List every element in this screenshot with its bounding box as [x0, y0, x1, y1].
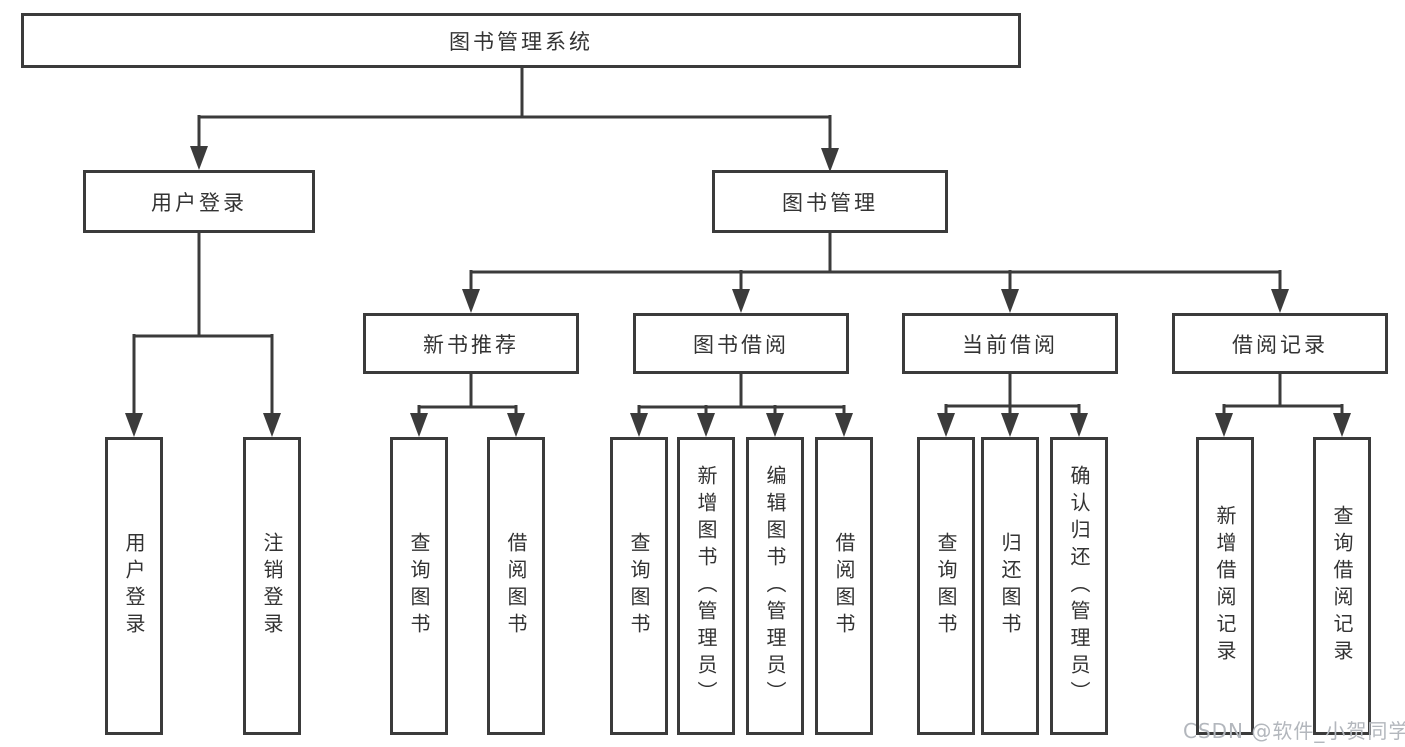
leaf-current-confirm-return-admin: 确认归还（管理员） [1050, 437, 1108, 735]
node-borrowing-records: 借阅记录 [1172, 313, 1388, 374]
leaf-newrec-borrow-books: 借阅图书 [487, 437, 545, 735]
node-library-management-system: 图书管理系统 [21, 13, 1021, 68]
leaf-borrow-edit-books-admin: 编辑图书（管理员） [746, 437, 804, 735]
leaf-label: 编辑图书（管理员） [763, 464, 787, 708]
connector-new-book-children [417, 374, 518, 414]
leaf-label: 查询图书 [627, 532, 651, 640]
leaf-label: 借阅图书 [504, 532, 528, 640]
node-book-management: 图书管理 [712, 170, 948, 233]
node-label: 图书管理 [782, 190, 878, 215]
leaf-records-query-record: 查询借阅记录 [1313, 437, 1371, 735]
leaf-current-return-books: 归还图书 [981, 437, 1039, 735]
leaf-label: 新增图书（管理员） [694, 464, 718, 708]
arrowheads-leaf-level [410, 413, 1351, 437]
node-label: 图书管理系统 [449, 29, 593, 54]
leaf-label: 查询图书 [934, 532, 958, 640]
node-label: 借阅记录 [1232, 332, 1328, 357]
connector-borrow-records-children [1222, 374, 1344, 414]
connector-current-borrow-children [944, 374, 1081, 414]
arrowheads-level3 [462, 289, 1289, 313]
leaf-label: 注销登录 [260, 532, 284, 640]
leaf-user-login: 用户登录 [105, 437, 163, 735]
leaf-borrow-borrow-books: 借阅图书 [815, 437, 873, 735]
csdn-watermark: CSDN @软件_小贺同学 [1183, 719, 1405, 743]
node-label: 新书推荐 [423, 332, 519, 357]
node-label: 当前借阅 [962, 332, 1058, 357]
arrowheads-user-login-children [125, 413, 281, 437]
leaf-label: 归还图书 [998, 532, 1022, 640]
connector-book-mgmt-to-level3 [469, 233, 1282, 290]
node-label: 用户登录 [151, 190, 247, 215]
leaf-records-add-record: 新增借阅记录 [1196, 437, 1254, 735]
connector-user-login-children [132, 233, 274, 414]
leaf-current-query-books: 查询图书 [917, 437, 975, 735]
leaf-logout-login: 注销登录 [243, 437, 301, 735]
node-new-book-recommend: 新书推荐 [363, 313, 579, 374]
leaf-newrec-query-books: 查询图书 [390, 437, 448, 735]
node-book-borrowing: 图书借阅 [633, 313, 849, 374]
arrowheads-level2 [190, 146, 839, 172]
leaf-label: 查询图书 [407, 532, 431, 640]
leaf-label: 确认归还（管理员） [1067, 464, 1091, 708]
connector-root-to-level2 [197, 68, 832, 149]
leaf-label: 新增借阅记录 [1213, 505, 1237, 667]
node-label: 图书借阅 [693, 332, 789, 357]
leaf-borrow-query-books: 查询图书 [610, 437, 668, 735]
node-current-borrowing: 当前借阅 [902, 313, 1118, 374]
leaf-label: 用户登录 [122, 532, 146, 640]
leaf-label: 借阅图书 [832, 532, 856, 640]
connector-book-borrow-children [637, 374, 846, 414]
leaf-label: 查询借阅记录 [1330, 505, 1354, 667]
leaf-borrow-add-books-admin: 新增图书（管理员） [677, 437, 735, 735]
node-user-login: 用户登录 [83, 170, 315, 233]
